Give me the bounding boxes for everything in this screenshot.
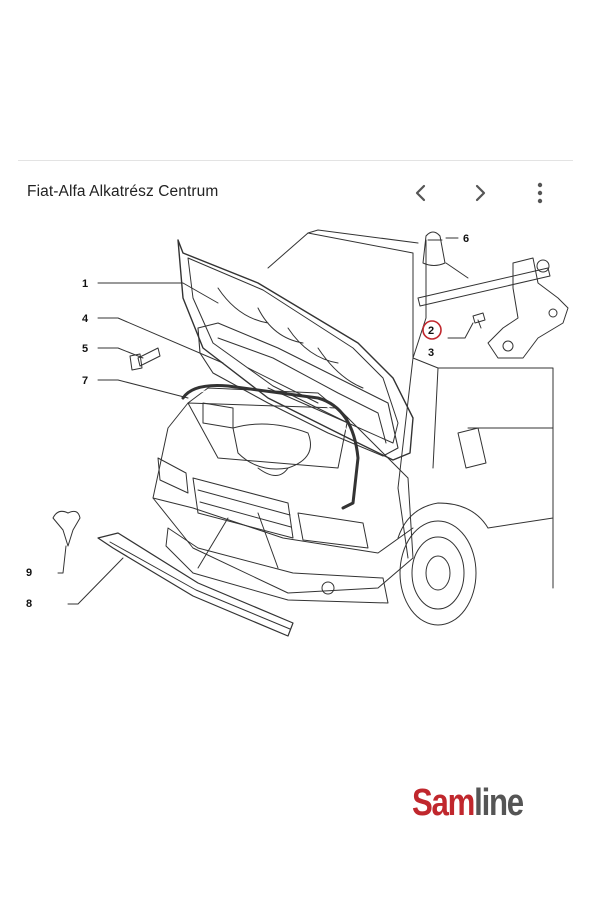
clip-9: [52, 510, 81, 547]
callout-2: 2: [428, 325, 434, 337]
more-options-button[interactable]: [527, 180, 553, 206]
page-title: Fiat-Alfa Alkatrész Centrum: [27, 183, 219, 200]
callout-8: 8: [26, 598, 32, 610]
callout-3: 3: [428, 347, 434, 359]
insulation-pad-4: [197, 322, 399, 457]
seal-7: [181, 384, 360, 510]
callout-5: 5: [82, 343, 88, 355]
bonnet-1: [177, 239, 414, 461]
parts-diagram: 1 4 5 7 9 8 6 2 3: [18, 228, 573, 648]
callout-1: 1: [82, 278, 88, 290]
front-bumper: [165, 527, 389, 604]
hood-hinge-bar: [417, 267, 551, 307]
callout-2-highlight-circle: [422, 320, 442, 340]
chevron-left-icon: [415, 184, 426, 202]
screw-3: [472, 312, 486, 329]
logo-part-sam: Sam: [412, 782, 475, 824]
app-header: Fiat-Alfa Alkatrész Centrum: [18, 166, 573, 222]
logo-part-line: line: [474, 782, 524, 824]
headlight: [297, 512, 369, 549]
top-divider: [18, 160, 573, 161]
windshield-outline: [267, 232, 414, 359]
previous-button[interactable]: [408, 180, 434, 206]
side-mirror: [457, 427, 487, 469]
grille-seal-8: [97, 532, 294, 637]
van-front-body: [152, 402, 414, 594]
callout-7: 7: [82, 375, 88, 387]
grille: [192, 477, 294, 539]
more-vertical-icon: [537, 182, 543, 204]
callout-6: 6: [463, 233, 469, 245]
next-button[interactable]: [467, 180, 493, 206]
callout-9: 9: [26, 567, 32, 579]
hood-parts-illustration: 1 4 5 7 9 8 6 2 3: [26, 229, 569, 637]
engine-bay: [187, 387, 349, 469]
callout-4: 4: [82, 313, 89, 325]
front-wheel: [399, 520, 477, 626]
chevron-right-icon: [475, 184, 486, 202]
samline-logo: Samline: [412, 782, 524, 825]
hinge-bracket: [487, 257, 569, 359]
bolt-5: [129, 347, 161, 371]
rubber-buffer-6: [422, 231, 446, 266]
